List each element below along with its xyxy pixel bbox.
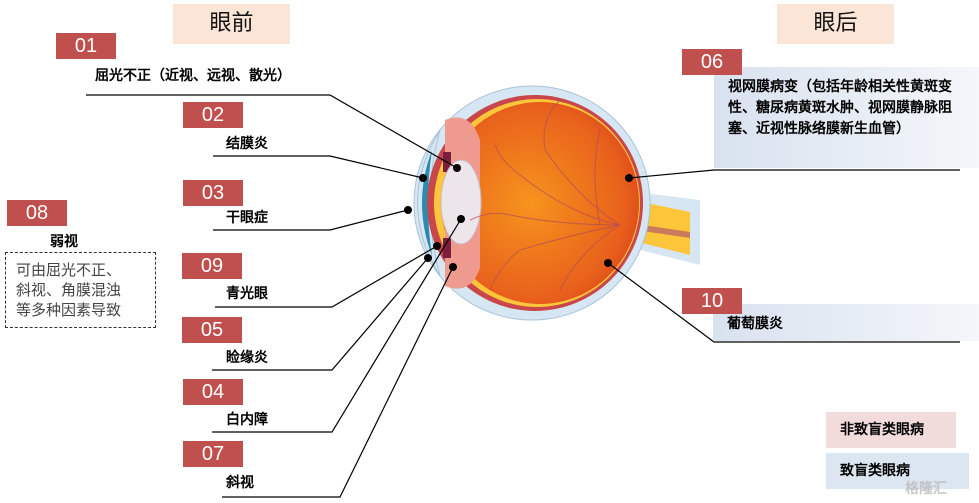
- badge-05: 05: [182, 317, 242, 343]
- note-line: 斜视、角膜混浊: [16, 281, 122, 299]
- vitreous: [441, 102, 639, 304]
- amblyopia-note: 可由屈光不正、 斜视、角膜混浊 等多种因素导致: [5, 252, 156, 328]
- legend-non-blinding: 非致盲类眼病: [826, 412, 956, 448]
- badge-09: 09: [182, 253, 242, 279]
- label-glaucoma: 青光眼: [226, 286, 268, 302]
- label-dry-eye: 干眼症: [226, 210, 268, 226]
- watermark: 格隆汇: [905, 481, 947, 497]
- header-front: 眼前: [173, 4, 290, 44]
- label-refractive-error: 屈光不正（近视、远视、散光）: [95, 68, 291, 84]
- blood-vessels: [469, 99, 621, 291]
- iris-muscle-bottom: [443, 238, 451, 258]
- badge-01: 01: [56, 33, 116, 59]
- label-strabismus: 斜视: [226, 475, 254, 491]
- badge-06: 06: [682, 49, 742, 75]
- label-cataract: 白内障: [226, 412, 268, 428]
- legend-blinding: 致盲类眼病: [826, 453, 969, 489]
- uveitis-box: 葡萄膜炎: [713, 304, 979, 341]
- header-back: 眼后: [777, 4, 894, 44]
- note-line: 可由屈光不正、: [16, 261, 122, 279]
- label-blepharitis: 睑缘炎: [226, 350, 268, 366]
- retinopathy-box: 视网膜病变（包括年龄相关性黄斑变性、糖尿病黄斑水肿、视网膜静脉阻塞、近视性脉络膜…: [714, 67, 979, 168]
- lens: [440, 159, 482, 245]
- badge-08: 08: [7, 200, 67, 226]
- label-conjunctivitis: 结膜炎: [226, 136, 268, 152]
- label-amblyopia: 弱视: [50, 234, 78, 250]
- badge-07: 07: [183, 441, 243, 467]
- marker-dots: [404, 164, 633, 271]
- badge-10: 10: [682, 288, 742, 314]
- badge-03: 03: [183, 180, 243, 206]
- note-line: 等多种因素导致: [16, 301, 122, 319]
- label-uveitis: 葡萄膜炎: [727, 316, 783, 332]
- label-retinopathy: 视网膜病变（包括年龄相关性黄斑变性、糖尿病黄斑水肿、视网膜静脉阻塞、近视性脉络膜…: [728, 79, 952, 137]
- badge-02: 02: [183, 102, 243, 128]
- badge-04: 04: [183, 379, 243, 405]
- leader-lines: [86, 94, 960, 498]
